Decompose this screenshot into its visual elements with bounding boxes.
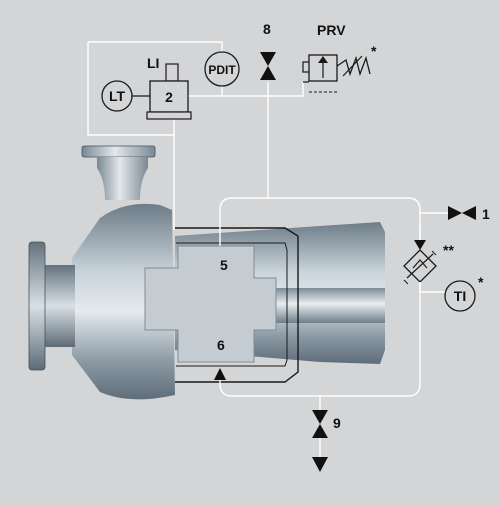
seal-reservoir[interactable]: LI 2 (146, 55, 192, 120)
pressure-relief-valve[interactable]: PRV * (302, 22, 377, 93)
differential-pressure-transmitter[interactable]: PDIT (204, 51, 240, 87)
reservoir-label: 2 (165, 89, 173, 105)
discharge-flange (81, 145, 156, 158)
piping (87, 41, 448, 420)
pdit-label: PDIT (208, 63, 236, 77)
valve-8[interactable] (260, 52, 276, 80)
spring-icon (336, 55, 371, 77)
valve-1[interactable] (448, 206, 476, 220)
li-label: LI (147, 55, 159, 71)
chamber-top-label: 5 (220, 257, 228, 273)
pipe-prv-line (187, 82, 304, 97)
drain-arrow-icon (312, 457, 328, 472)
lt-label: LT (109, 88, 126, 104)
level-transmitter[interactable]: LT (101, 80, 133, 112)
reservoir-box (149, 80, 189, 113)
suction-flange (28, 241, 46, 371)
discharge-neck (97, 157, 148, 200)
pipe-lt-loop (87, 42, 175, 136)
prv-label: PRV (317, 22, 346, 38)
valve-9[interactable] (312, 410, 328, 472)
chamber-bottom-label: 6 (217, 337, 225, 353)
pipe-pdit-top (88, 41, 223, 52)
prv-note: * (371, 43, 377, 59)
cooler-note: ** (443, 242, 454, 258)
ti-note: * (478, 274, 484, 290)
volute (72, 203, 175, 400)
level-indicator (165, 63, 179, 82)
pipe-seal-loop (219, 197, 421, 397)
suction-pipe (45, 265, 75, 347)
port-1-label: 1 (482, 206, 490, 222)
ti-label: TI (454, 288, 466, 304)
seal-chamber (144, 245, 277, 363)
inlet-arrow-icon (214, 368, 226, 380)
reservoir-base (146, 111, 192, 120)
port-9-label: 9 (333, 415, 341, 431)
temperature-indicator[interactable]: TI (444, 280, 476, 312)
frame-inner (176, 242, 288, 367)
port-8-label: 8 (263, 21, 271, 37)
cooler[interactable] (403, 240, 437, 292)
flow-arrow-icon (414, 240, 426, 250)
frame-outline (175, 227, 299, 383)
